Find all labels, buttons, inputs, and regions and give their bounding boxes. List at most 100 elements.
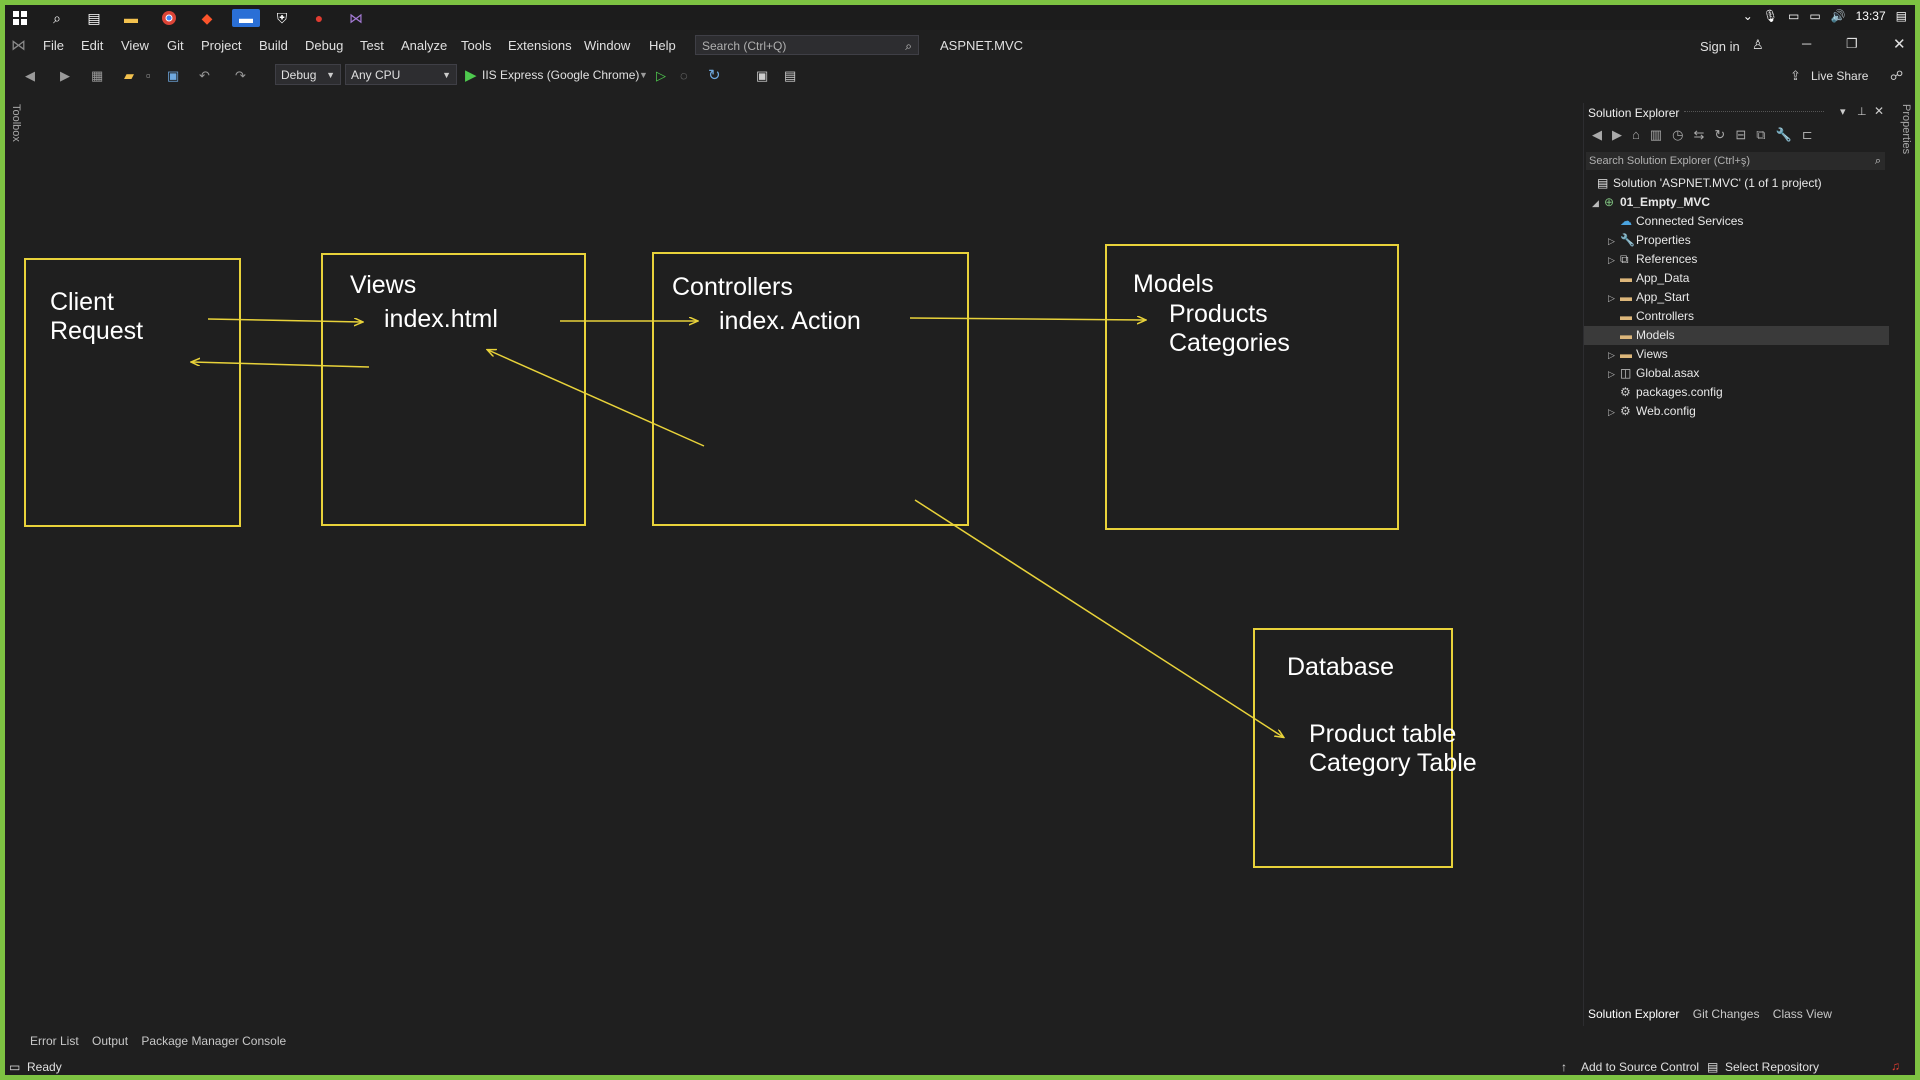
tab-error-list[interactable]: Error List: [30, 1034, 79, 1048]
app-icon[interactable]: ▬: [232, 9, 260, 27]
sync-icon[interactable]: ⇆: [1693, 127, 1715, 142]
chevron-down-icon[interactable]: ⌄: [1742, 9, 1753, 23]
back-icon[interactable]: ◀: [1592, 127, 1612, 142]
properties-tab[interactable]: Properties: [1900, 104, 1912, 155]
tab-package-manager-console[interactable]: Package Manager Console: [141, 1034, 287, 1048]
tree-item[interactable]: ▷▬Views: [1584, 345, 1889, 364]
file-explorer-icon[interactable]: ▬: [124, 10, 138, 26]
battery-icon[interactable]: ▭: [1787, 9, 1800, 23]
menu-debug[interactable]: Debug: [305, 38, 344, 53]
restore-button[interactable]: ❐: [1846, 36, 1858, 51]
layout-icon[interactable]: ▤: [784, 68, 797, 83]
forward-icon[interactable]: ▶: [60, 68, 70, 83]
menu-analyze[interactable]: Analyze: [401, 38, 448, 53]
add-to-source-control-button[interactable]: Add to Source Control: [1581, 1060, 1700, 1074]
tree-item[interactable]: ▷🔧Properties: [1584, 231, 1889, 250]
tree-item[interactable]: ▷◫Global.asax: [1584, 364, 1889, 383]
task-view-icon[interactable]: ▤: [87, 9, 101, 26]
live-share-button[interactable]: Live Share: [1811, 69, 1869, 83]
redo-icon[interactable]: ↷: [235, 68, 246, 83]
preview-icon[interactable]: ⊏: [1801, 127, 1823, 142]
tree-item[interactable]: ▷⧉References: [1584, 250, 1889, 269]
project-node[interactable]: ◢⊕01_Empty_MVC: [1592, 193, 1710, 212]
attach-icon[interactable]: ◌: [680, 68, 688, 83]
volume-icon[interactable]: 🔊: [1830, 9, 1846, 23]
network-icon[interactable]: ▭: [1809, 9, 1821, 23]
search-icon[interactable]: ⌕: [1874, 155, 1881, 167]
tab-solution-explorer[interactable]: Solution Explorer: [1588, 1007, 1680, 1021]
sign-in-link[interactable]: Sign in: [1700, 39, 1740, 54]
tree-item[interactable]: ⚙packages.config: [1584, 383, 1889, 402]
menu-tools[interactable]: Tools: [461, 38, 492, 53]
menu-test[interactable]: Test: [360, 38, 384, 53]
brave-icon[interactable]: ◆: [201, 9, 213, 26]
undo-icon[interactable]: ↶: [199, 68, 210, 83]
switch-views-icon[interactable]: ▥: [1649, 127, 1673, 142]
menu-window[interactable]: Window: [584, 38, 631, 53]
tree-item[interactable]: ▬Controllers: [1584, 307, 1889, 326]
close-button[interactable]: ✕: [1893, 36, 1906, 53]
tab-output[interactable]: Output: [92, 1034, 129, 1048]
home-icon[interactable]: ⌂: [1632, 127, 1650, 142]
run-target[interactable]: IIS Express (Google Chrome): [482, 68, 640, 82]
toolbox-tab[interactable]: Toolbox: [10, 104, 22, 142]
collapse-all-icon[interactable]: ⊟: [1735, 127, 1757, 142]
chrome-icon[interactable]: [160, 9, 178, 27]
select-repository-button[interactable]: Select Repository: [1725, 1060, 1820, 1074]
menu-file[interactable]: File: [43, 38, 64, 53]
open-file-icon[interactable]: ▰: [124, 68, 134, 83]
tab-git-changes[interactable]: Git Changes: [1692, 1007, 1760, 1021]
configuration-dropdown[interactable]: Debug ▼: [275, 64, 341, 85]
expand-icon[interactable]: ▷: [1608, 350, 1615, 360]
menu-extensions[interactable]: Extensions: [508, 38, 572, 53]
menu-help[interactable]: Help: [649, 38, 676, 53]
microphone-icon[interactable]: 🎙: [1762, 9, 1778, 23]
save-all-icon[interactable]: ▣: [167, 68, 180, 83]
menu-build[interactable]: Build: [259, 38, 288, 53]
account-icon[interactable]: ♙: [1752, 37, 1764, 52]
visual-studio-icon[interactable]: ⋈: [349, 9, 363, 26]
search-icon[interactable]: ⌕: [53, 9, 61, 26]
tree-item[interactable]: ▬Models: [1584, 326, 1889, 345]
live-share-icon[interactable]: ⇪: [1790, 68, 1801, 83]
platform-dropdown[interactable]: Any CPU ▼: [345, 64, 457, 85]
search-icon[interactable]: ⌕: [905, 39, 912, 53]
run-dropdown-icon[interactable]: ▼: [639, 70, 648, 80]
tree-item[interactable]: ☁Connected Services: [1584, 212, 1889, 231]
refresh-icon[interactable]: ↻: [1714, 127, 1736, 142]
close-icon[interactable]: ✕: [1874, 104, 1885, 118]
solution-node[interactable]: ▤Solution 'ASPNET.MVC' (1 of 1 project): [1597, 174, 1822, 193]
clock[interactable]: 13:37: [1855, 9, 1886, 23]
new-project-icon[interactable]: ▦: [91, 68, 104, 83]
panel-options-icon[interactable]: ▾: [1840, 106, 1846, 118]
properties-icon[interactable]: 🔧: [1775, 127, 1802, 142]
expand-icon[interactable]: ▷: [1608, 255, 1615, 265]
notifications-icon[interactable]: ▤: [1895, 9, 1907, 23]
feedback-icon[interactable]: ☍: [1890, 68, 1904, 83]
notifications-bell-icon[interactable]: ♫: [1891, 1059, 1900, 1073]
tree-item[interactable]: ▬App_Data: [1584, 269, 1889, 288]
windows-start-icon[interactable]: [11, 9, 29, 27]
tree-item[interactable]: ▷⚙Web.config: [1584, 402, 1889, 421]
pending-changes-icon[interactable]: ◷: [1672, 127, 1694, 142]
back-icon[interactable]: ◀: [25, 68, 35, 83]
start-without-debugging-icon[interactable]: ▷: [656, 68, 666, 83]
expand-icon[interactable]: ◢: [1592, 198, 1599, 208]
menu-git[interactable]: Git: [167, 38, 184, 53]
browser-link-icon[interactable]: ▣: [756, 68, 769, 83]
run-icon[interactable]: ▶: [465, 67, 477, 84]
refresh-icon[interactable]: ↻: [708, 67, 721, 84]
tree-item[interactable]: ▷▬App_Start: [1584, 288, 1889, 307]
forward-icon[interactable]: ▶: [1612, 127, 1632, 142]
show-all-files-icon[interactable]: ⧉: [1756, 127, 1776, 142]
shield-icon[interactable]: ⛨: [276, 9, 288, 26]
expand-icon[interactable]: ▷: [1608, 369, 1615, 379]
minimize-button[interactable]: ─: [1802, 36, 1812, 51]
menu-edit[interactable]: Edit: [81, 38, 104, 53]
search-input[interactable]: Search (Ctrl+Q) ⌕: [695, 35, 919, 55]
solution-search-input[interactable]: Search Solution Explorer (Ctrl+ş) ⌕: [1586, 152, 1885, 170]
menu-view[interactable]: View: [121, 38, 149, 53]
expand-icon[interactable]: ▷: [1608, 293, 1615, 303]
pin-icon[interactable]: ⊥: [1857, 106, 1867, 118]
expand-icon[interactable]: ▷: [1608, 236, 1615, 246]
